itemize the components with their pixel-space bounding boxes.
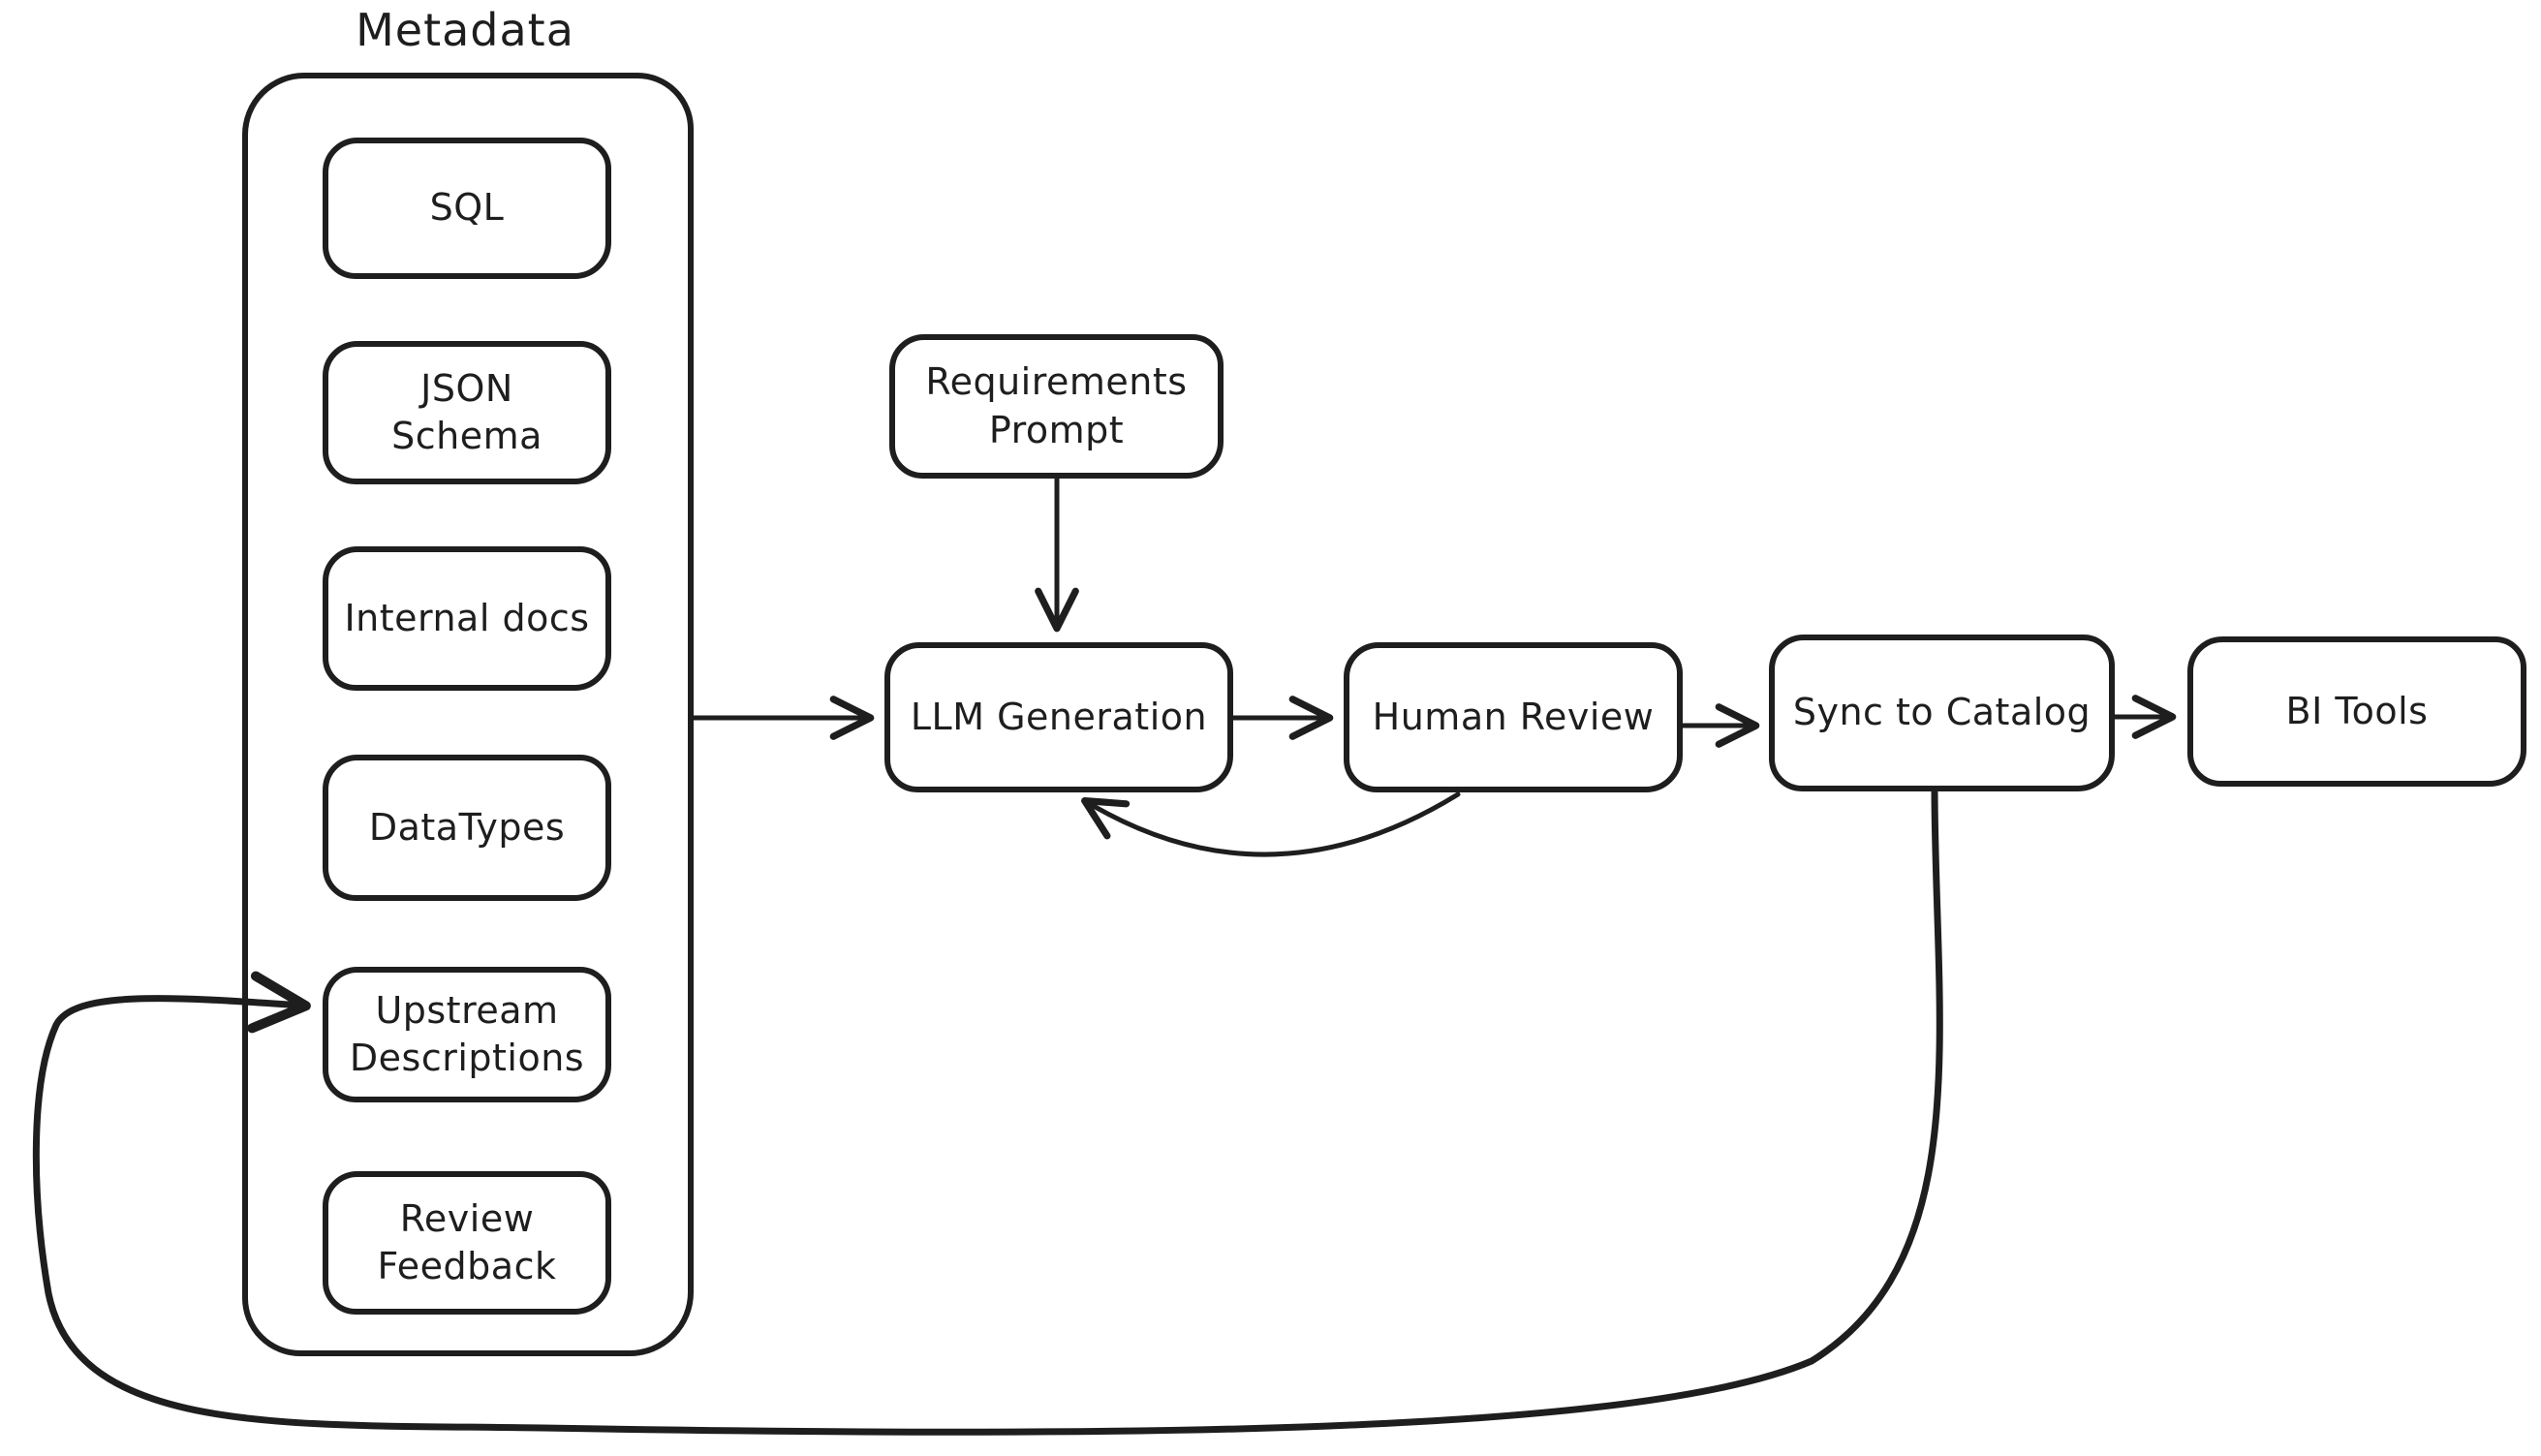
node-sync-to-catalog: Sync to Catalog [1769,635,2115,791]
node-json-schema: JSON Schema [323,341,611,484]
node-internal-docs: Internal docs [323,546,611,691]
node-human-review: Human Review [1344,642,1683,792]
metadata-group-title: Metadata [356,4,574,56]
node-upstream-descriptions: Upstream Descriptions [323,967,611,1102]
node-sql: SQL [323,138,611,279]
metadata-group-container [242,73,694,1356]
node-review-feedback: Review Feedback [323,1171,611,1315]
edge-human-review-feedback-to-llm [1081,791,1461,857]
node-requirements-prompt: Requirements Prompt [889,334,1224,479]
node-datatypes: DataTypes [323,755,611,901]
node-llm-generation: LLM Generation [884,642,1233,792]
node-bi-tools: BI Tools [2187,636,2526,787]
